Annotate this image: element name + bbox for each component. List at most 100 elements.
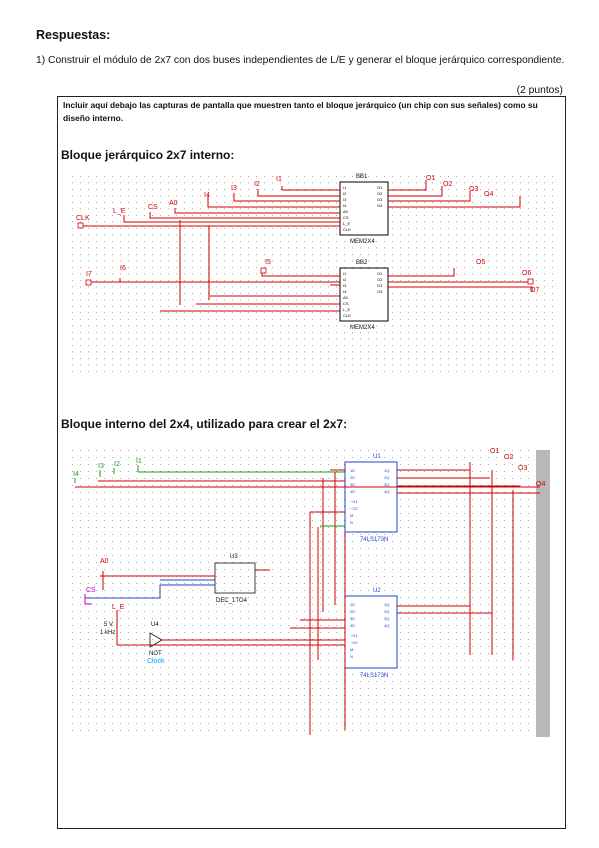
d2-label-i1: I1 <box>136 458 142 465</box>
chip-u1 <box>344 461 398 533</box>
points-label: (2 puntos) <box>516 85 563 96</box>
svg-text:CLK: CLK <box>343 313 351 318</box>
svg-text:M: M <box>350 513 353 518</box>
svg-text:4D: 4D <box>350 489 355 494</box>
chip-bb2-type: MEM2X4 <box>350 325 375 331</box>
svg-text:2D: 2D <box>350 475 355 480</box>
grid-dots-2 <box>72 450 529 731</box>
decoder-u3-type: DEC_1TO4 <box>216 598 248 604</box>
chip-u2-type: 74LS173N <box>360 673 388 679</box>
d1-label-i7: I7 <box>86 271 92 278</box>
svg-text:I4: I4 <box>343 289 347 294</box>
d2-label-o4: O4 <box>536 481 545 488</box>
clock-volt: 5 V <box>104 622 113 628</box>
svg-text:1D: 1D <box>350 468 355 473</box>
svg-text:O4: O4 <box>377 289 383 294</box>
svg-text:N: N <box>350 654 353 659</box>
svg-text:1Q: 1Q <box>384 468 389 473</box>
svg-text:L_E: L_E <box>343 307 350 312</box>
d2-label-cs: CS <box>86 587 96 594</box>
d1-label-i3: I3 <box>231 185 237 192</box>
d1-label-o2: O2 <box>443 181 452 188</box>
d2-label-o1: O1 <box>490 448 499 455</box>
d2-label-o3: O3 <box>518 465 527 472</box>
diagram2-labels: I4 I3 I2 I1 A0 CS L_E O1 O2 O3 O4 <box>73 448 545 611</box>
answer-box <box>57 96 566 829</box>
svg-text:I3: I3 <box>343 197 347 202</box>
d1-label-le: L_E <box>113 208 126 215</box>
d1-label-clk: CLK <box>76 215 90 222</box>
decoder-u3-name: U3 <box>230 554 238 560</box>
svg-text:A0: A0 <box>343 209 349 214</box>
svg-text:O1: O1 <box>377 271 383 276</box>
d2-label-a0: A0 <box>100 558 109 565</box>
svg-text:2D: 2D <box>350 609 355 614</box>
svg-text:4Q: 4Q <box>384 623 389 628</box>
d2-label-i3: I3 <box>98 463 104 470</box>
svg-text:A0: A0 <box>343 295 349 300</box>
diagram-2x7: BB1 MEM2X4 BB2 MEM2X4 I1I2I3I4A0CSL_ECLK… <box>72 174 553 372</box>
d1-label-o6: O6 <box>522 270 531 277</box>
svg-text:I3: I3 <box>343 283 347 288</box>
d1-label-a0: A0 <box>169 200 178 207</box>
svg-text:CLK: CLK <box>343 227 351 232</box>
svg-text:3D: 3D <box>350 616 355 621</box>
svg-text:CS: CS <box>343 301 349 306</box>
d1-label-i5: I5 <box>265 259 271 266</box>
section-title-2x4: Bloque interno del 2x4, utilizado para c… <box>61 417 348 431</box>
svg-text:N: N <box>350 520 353 525</box>
svg-text:~G2: ~G2 <box>350 640 358 645</box>
svg-text:CS: CS <box>343 215 349 220</box>
not-gate-u4-name: U4 <box>151 622 159 628</box>
svg-text:2Q: 2Q <box>384 609 389 614</box>
d1-label-o4: O4 <box>484 191 493 198</box>
section-title-2x7: Bloque jerárquico 2x7 interno: <box>61 148 235 162</box>
chip-u2 <box>344 595 398 669</box>
svg-text:I2: I2 <box>343 277 347 282</box>
d1-label-o7: O7 <box>530 287 539 294</box>
clock-freq: 1 kHz <box>100 630 115 636</box>
svg-text:~G2: ~G2 <box>350 506 358 511</box>
svg-text:I1: I1 <box>343 185 347 190</box>
chip-bb2 <box>339 267 389 322</box>
chip-u2-name: U2 <box>373 588 381 594</box>
not-gate-u4-type: NOT <box>149 651 162 657</box>
svg-text:O1: O1 <box>377 185 383 190</box>
svg-text:L_E: L_E <box>343 221 350 226</box>
svg-text:~G1: ~G1 <box>350 499 358 504</box>
svg-text:~G1: ~G1 <box>350 633 358 638</box>
svg-text:O2: O2 <box>377 277 383 282</box>
d1-label-o1: O1 <box>426 175 435 182</box>
d1-label-i2: I2 <box>254 181 260 188</box>
decoder-u3 <box>214 562 256 594</box>
svg-text:I1: I1 <box>343 271 347 276</box>
clock-label: Clock <box>147 658 165 665</box>
svg-text:I4: I4 <box>343 203 347 208</box>
svg-text:M: M <box>350 647 353 652</box>
chip-bb1-name: BB1 <box>356 174 368 180</box>
svg-text:I2: I2 <box>343 191 347 196</box>
chip-bb1 <box>339 181 389 236</box>
d1-label-i4: I4 <box>204 192 210 199</box>
d2-label-o2: O2 <box>504 454 513 461</box>
d1-label-o3: O3 <box>469 186 478 193</box>
svg-text:3Q: 3Q <box>384 482 389 487</box>
chip-bb1-type: MEM2X4 <box>350 239 375 245</box>
d1-label-o5: O5 <box>476 259 485 266</box>
svg-text:O2: O2 <box>377 191 383 196</box>
svg-text:3D: 3D <box>350 482 355 487</box>
instructions-text: Incluir aquí debajo las capturas de pant… <box>63 100 538 123</box>
d1-label-i6: I6 <box>120 265 126 272</box>
heading: Respuestas: <box>36 28 111 42</box>
svg-text:1Q: 1Q <box>384 602 389 607</box>
svg-text:O3: O3 <box>377 283 383 288</box>
question-text: 1) Construir el módulo de 2x7 con dos bu… <box>36 55 565 66</box>
svg-text:1D: 1D <box>350 602 355 607</box>
chip-bb2-name: BB2 <box>356 260 368 266</box>
d1-label-cs: CS <box>148 204 158 211</box>
svg-text:4Q: 4Q <box>384 489 389 494</box>
svg-text:4D: 4D <box>350 623 355 628</box>
grid-dots-1 <box>72 176 553 372</box>
